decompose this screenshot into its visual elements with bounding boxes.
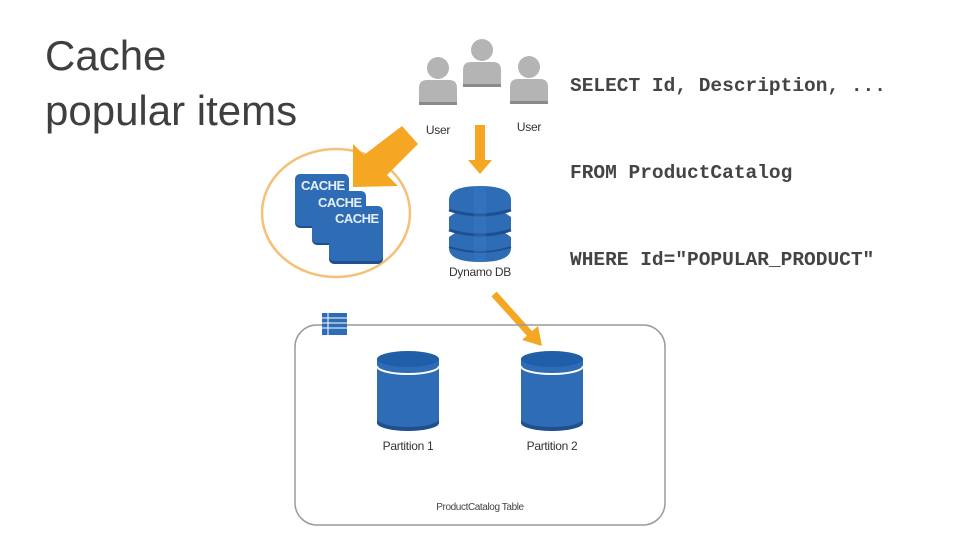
user-label-right: User: [516, 120, 542, 134]
cache-icon-stack: [295, 174, 383, 264]
table-label: ProductCatalog Table: [436, 502, 524, 513]
partition-2-icon: [520, 351, 584, 431]
product-catalog-table-container: [294, 324, 666, 526]
slide-title-line-1: Cache: [45, 32, 167, 79]
partition-1-icon: [376, 351, 440, 431]
arrow-to-cache: [353, 126, 418, 187]
dynamodb-label: Dynamo DB: [449, 265, 511, 279]
arrow-dynamodb-to-partition-2: [491, 291, 542, 346]
sql-line-select: SELECT Id, Description, ...: [570, 75, 886, 97]
arrow-users-to-dynamodb: [468, 125, 492, 174]
cache-card-label-1: CACHE: [301, 178, 345, 193]
slide-title-line-2: popular items: [45, 87, 298, 134]
user-label-left: User: [425, 123, 451, 137]
partition-1-label: Partition 1: [382, 439, 434, 453]
user-icon-left: [419, 57, 457, 105]
cache-highlight-ring: [260, 147, 412, 279]
user-icon-center: [463, 39, 501, 87]
partition-2-label: Partition 2: [526, 439, 578, 453]
user-icon-right: [510, 56, 548, 104]
sql-query: SELECT Id, Description, ... FROM Product…: [570, 14, 886, 304]
sql-line-where: WHERE Id="POPULAR_PRODUCT": [570, 249, 875, 271]
sql-line-from: FROM ProductCatalog: [570, 162, 793, 184]
dynamodb-icon: [448, 186, 512, 262]
cache-card-3: [329, 206, 383, 264]
slide-title: Cache popular items: [45, 28, 297, 138]
cache-card-label-2: CACHE: [318, 195, 362, 210]
table-icon: [322, 313, 347, 335]
cache-card-label-3: CACHE: [335, 211, 379, 226]
